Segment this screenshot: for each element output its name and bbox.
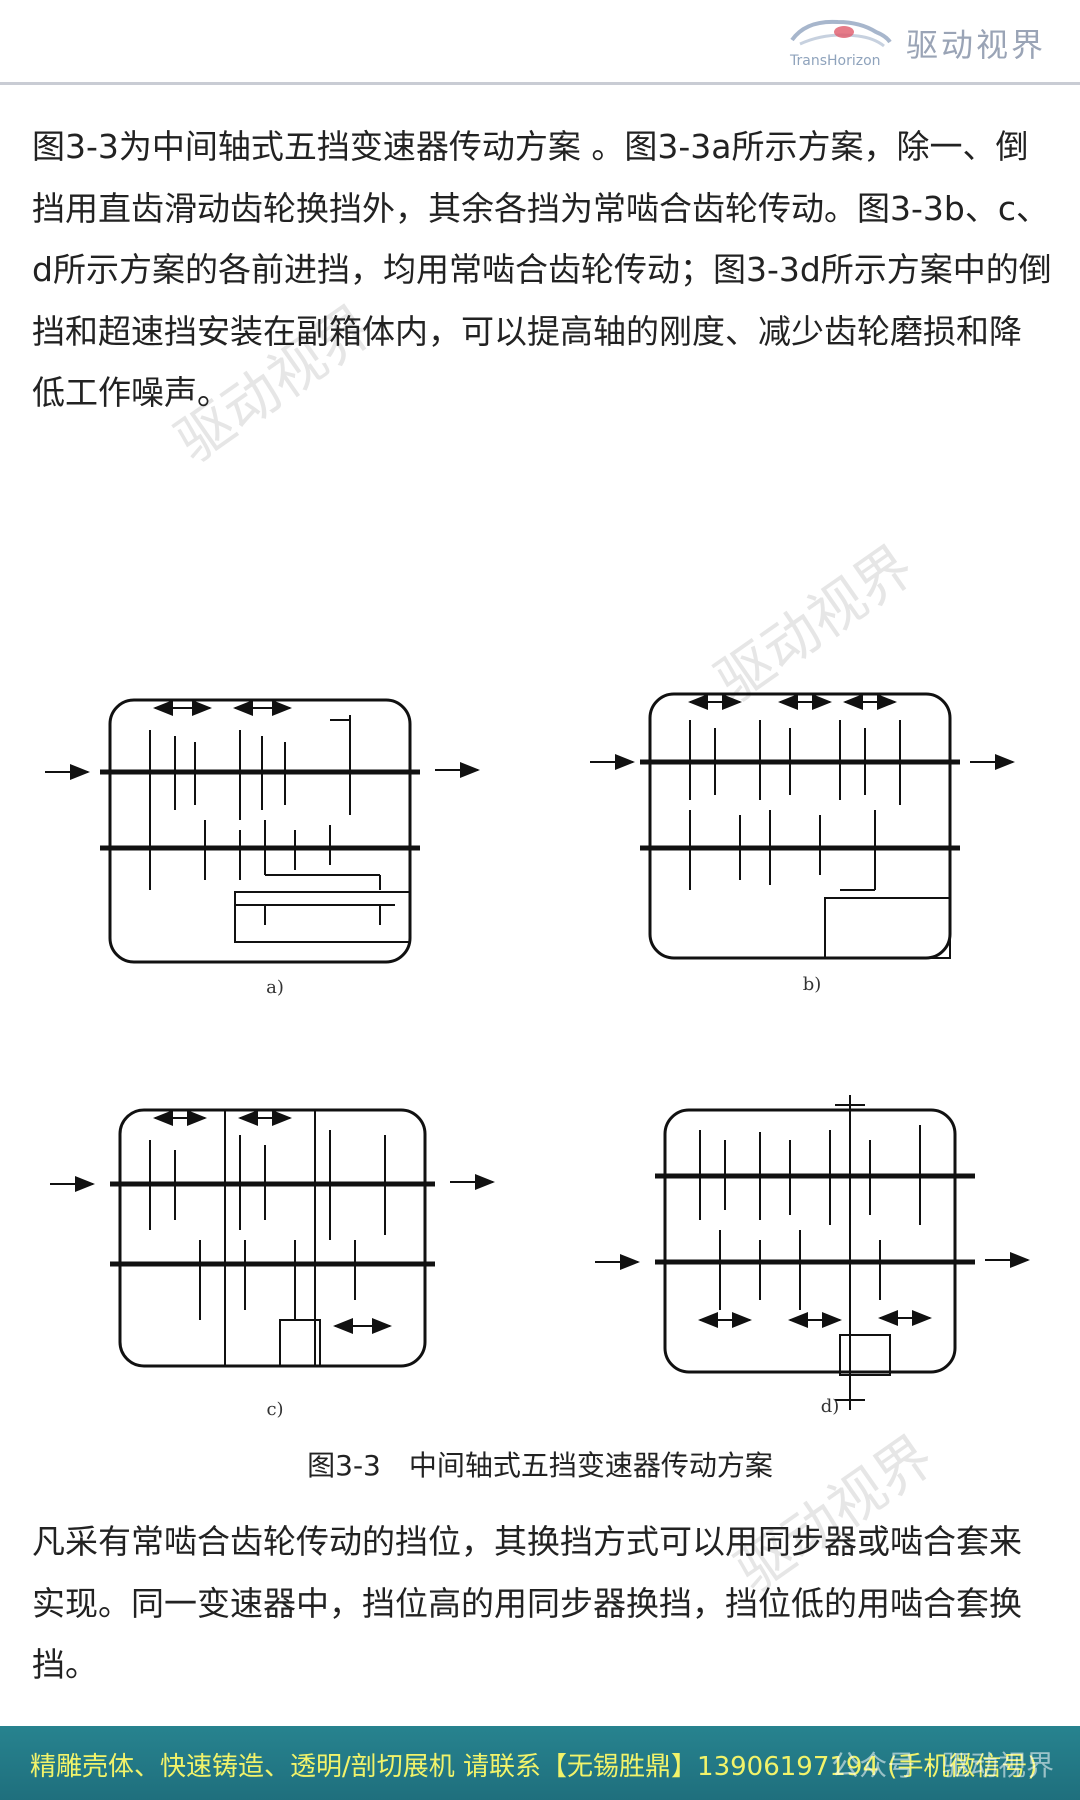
gearbox-schematics: a) b) (45, 692, 1030, 1420)
sub-label-a: a) (266, 977, 284, 998)
header-divider (0, 82, 1080, 85)
sub-label-b: b) (803, 974, 822, 995)
brand-logo: TransHorizon 驱动视界 (786, 10, 1056, 74)
sub-label-c: c) (266, 1399, 283, 1420)
diagram-b (590, 692, 1015, 960)
figure-caption: 图3-3 中间轴式五挡变速器传动方案 (307, 1449, 773, 1482)
diagram-c (50, 1108, 495, 1368)
header-bar: TransHorizon 驱动视界 (0, 0, 1080, 84)
footer-ad-text: 精雕壳体、快速铸造、透明/剖切展机 请联系【无锡胜鼎】13906197194 (… (30, 1752, 1038, 1782)
logo-english-text: TransHorizon (790, 53, 881, 69)
closing-paragraph: 凡采有常啮合齿轮传动的挡位，其换挡方式可以用同步器或啮合套来实现。同一变速器中，… (32, 1522, 1022, 1684)
transmission-diagrams-figure: a) b) (0, 680, 1080, 1440)
sub-label-d: d) (821, 1396, 840, 1417)
logo-chinese-text: 驱动视界 (906, 26, 1047, 64)
diagram-d (595, 1095, 1030, 1410)
footer-banner: 精雕壳体、快速铸造、透明/剖切展机 请联系【无锡胜鼎】13906197194 (… (0, 1726, 1080, 1800)
diagram-a (45, 698, 480, 964)
car-logo-icon (790, 19, 892, 48)
intro-paragraph: 图3-3为中间轴式五挡变速器传动方案 。图3-3a所示方案，除一、倒挡用直齿滑动… (32, 127, 1052, 412)
footer-watermark: 公众号 · 驱动视界 (831, 1749, 1054, 1782)
